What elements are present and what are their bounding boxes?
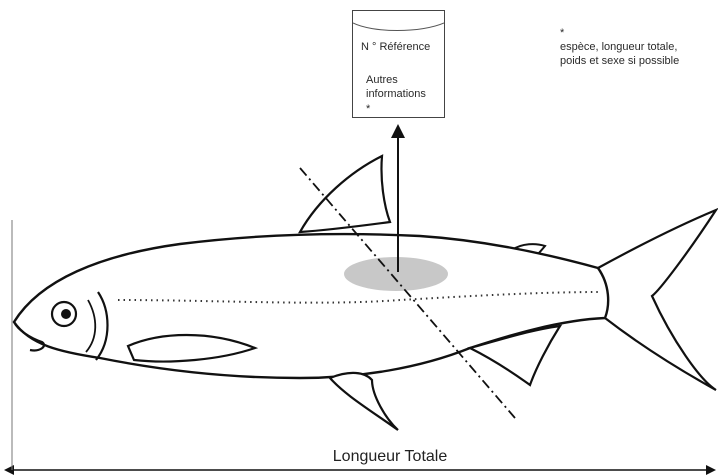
footnote-text: espèce, longueur totale, poids et sexe s… bbox=[560, 40, 680, 68]
total-length-label: Longueur Totale bbox=[310, 448, 470, 466]
fish-pupil bbox=[61, 309, 71, 319]
footnote: * espèce, longueur totale, poids et sexe… bbox=[560, 26, 680, 68]
label-card: N ° Référence Autres informations * bbox=[352, 10, 445, 118]
label-fold bbox=[353, 11, 444, 33]
scale-sample-ellipse bbox=[344, 257, 448, 291]
other-information: Autres informations bbox=[366, 73, 444, 101]
footnote-asterisk: * bbox=[560, 26, 680, 40]
label-asterisk: * bbox=[366, 103, 370, 115]
arrow-up-icon bbox=[391, 124, 405, 138]
double-arrow-icon-right bbox=[706, 465, 716, 475]
pelvic-fin bbox=[330, 373, 398, 430]
reference-number: N ° Référence bbox=[361, 41, 430, 53]
tail-fin bbox=[598, 210, 716, 390]
